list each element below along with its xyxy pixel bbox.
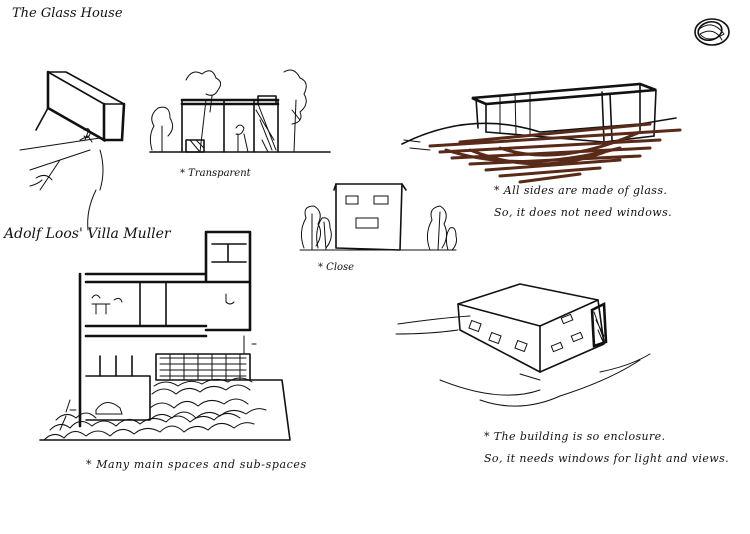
sketch-transparent-house [149,69,331,153]
note-transparent: * Transparent [180,168,251,179]
sketch-glass-house-perspective [401,82,682,184]
note-glass-line2: So, it does not need windows. [494,206,673,219]
scribble-mark [694,18,730,46]
note-close: * Close [318,262,355,273]
sketch-closed-building [299,183,457,251]
note-spaces: * Many main spaces and sub-spaces [86,458,307,471]
sketch-villa-muller-section [39,230,291,441]
note-enclosure-line2: So, it needs windows for light and views… [484,452,730,465]
note-glass-line1: * All sides are made of glass. [494,184,668,197]
sketch-floating-box [19,70,126,231]
page-title: The Glass House [12,6,123,21]
note-enclosure-line1: * The building is so enclosure. [484,430,666,443]
sketch-enclosed-building [395,283,651,407]
note-villa-muller: Adolf Loos' Villa Muller [4,226,171,242]
